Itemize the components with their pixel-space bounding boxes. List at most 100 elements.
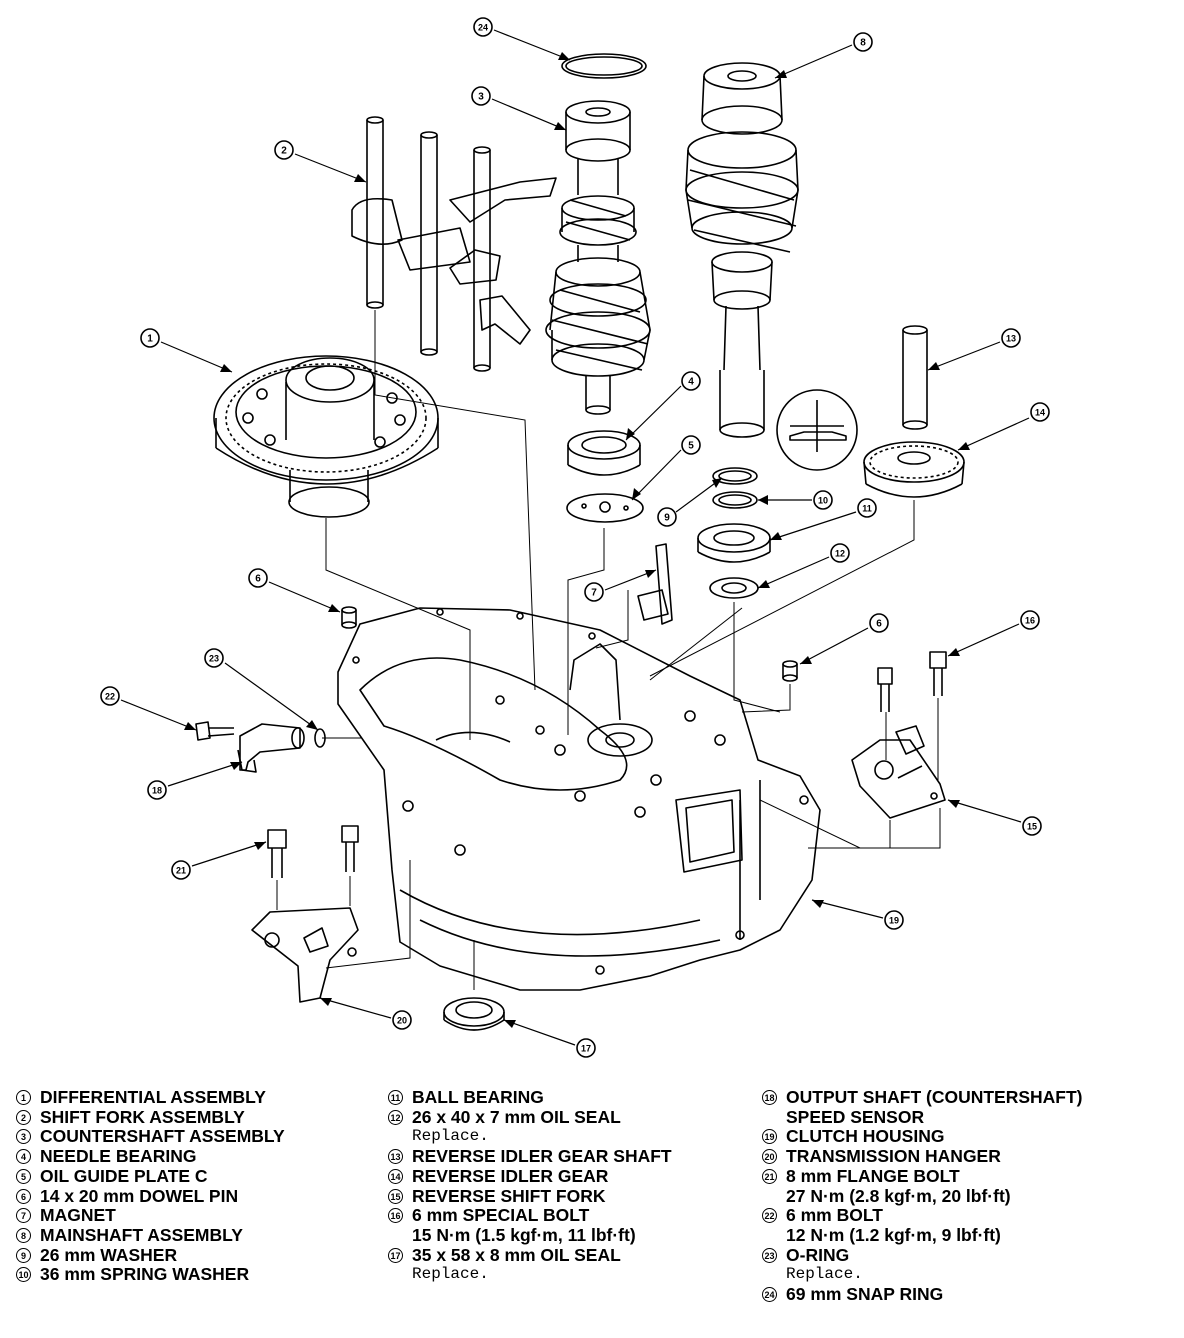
- differential-part: [213, 355, 439, 518]
- callout-number: 19: [889, 916, 899, 926]
- legend-label: 6 mm BOLT: [786, 1205, 883, 1226]
- callout-11: 11: [857, 498, 877, 518]
- callout-circle: [657, 507, 677, 527]
- oil-guide-plate-part: [566, 493, 644, 523]
- legend-number: 4: [16, 1149, 31, 1165]
- magnet-part: [637, 543, 673, 625]
- spring-washer-part: [712, 491, 758, 509]
- legend-number: 3: [16, 1129, 31, 1145]
- ball-bearing-part: [697, 523, 771, 563]
- legend-label: MAGNET: [40, 1205, 116, 1226]
- callout-6: 6: [248, 568, 268, 588]
- callout-2: 2: [274, 140, 294, 160]
- legend-spec: 12 N·m (1.2 kgf·m, 9 lbf·ft): [786, 1224, 1001, 1245]
- callout-13: 13: [1001, 328, 1021, 348]
- legend-note: Replace.: [412, 1127, 489, 1146]
- legend-label: O-RING: [786, 1244, 850, 1265]
- legend-label: 14 x 20 mm DOWEL PIN: [40, 1185, 239, 1206]
- legend-label: MAINSHAFT ASSEMBLY: [40, 1224, 243, 1245]
- legend-label: NEEDLE BEARING: [40, 1146, 197, 1167]
- callout-circle: [274, 140, 294, 160]
- special-bolt-part: [877, 651, 947, 712]
- callout-number: 1: [147, 334, 153, 345]
- flange-bolt-part: [267, 825, 359, 878]
- callout-number: 6: [255, 574, 261, 585]
- legend-number: 24: [762, 1287, 777, 1303]
- legend-number: 17: [388, 1247, 403, 1263]
- callout-circle: [584, 582, 604, 602]
- callout-23: 23: [204, 648, 224, 668]
- legend-label: 8 mm FLANGE BOLT: [786, 1165, 960, 1186]
- assembly-guide-lines: [276, 310, 941, 990]
- mainshaft-part: [685, 62, 799, 438]
- callout-17: 17: [576, 1038, 596, 1058]
- callout-circle: [857, 498, 877, 518]
- needle-bearing-part: [567, 430, 641, 476]
- callout-12: 12: [830, 543, 850, 563]
- callout-4: 4: [681, 371, 701, 391]
- callout-circle: [1001, 328, 1021, 348]
- legend-label: 26 mm WASHER: [40, 1244, 178, 1265]
- callout-21: 21: [171, 860, 191, 880]
- callout-circle: [1020, 610, 1040, 630]
- legend-label: 6 mm SPECIAL BOLT: [412, 1205, 590, 1226]
- callout-number: 9: [664, 513, 670, 524]
- callout-number: 6: [876, 619, 882, 630]
- legend-label: DIFFERENTIAL ASSEMBLY: [40, 1087, 266, 1107]
- callout-3: 3: [471, 86, 491, 106]
- legend-label: REVERSE IDLER GEAR SHAFT: [412, 1146, 672, 1167]
- callout-circle: [853, 32, 873, 52]
- callout-circle: [473, 17, 493, 37]
- callout-circle: [576, 1038, 596, 1058]
- legend-number: 14: [388, 1168, 403, 1184]
- callout-circle: [1030, 402, 1050, 422]
- transmission-hanger-part: [251, 907, 359, 1003]
- callout-circle: [471, 86, 491, 106]
- legend-label: CLUTCH HOUSING: [786, 1126, 945, 1147]
- legend-number: 8: [16, 1227, 31, 1243]
- callout-circle: [884, 910, 904, 930]
- callout-circle: [171, 860, 191, 880]
- callout-14: 14: [1030, 402, 1050, 422]
- callout-number: 7: [591, 588, 597, 599]
- legend-spec: 15 N·m (1.5 kgf·m, 11 lbf·ft): [412, 1224, 636, 1245]
- callout-number: 5: [688, 441, 694, 452]
- oil-seal-part: [709, 577, 759, 599]
- legend-label: 36 mm SPRING WASHER: [40, 1264, 250, 1285]
- legend-number: 18: [762, 1090, 777, 1105]
- callout-22: 22: [100, 686, 120, 706]
- legend-number: 7: [16, 1208, 31, 1224]
- legend-item-10: 10 36 mm SPRING WASHER: [16, 1265, 285, 1285]
- legend-number: 19: [762, 1129, 777, 1145]
- callout-9: 9: [657, 507, 677, 527]
- legend-number: 20: [762, 1149, 777, 1165]
- legend-number: 5: [16, 1168, 31, 1184]
- legend-label: BALL BEARING: [412, 1087, 544, 1107]
- callout-10: 10: [813, 490, 833, 510]
- callout-18: 18: [147, 780, 167, 800]
- legend-label: OUTPUT SHAFT (COUNTERSHAFT): [786, 1087, 1083, 1107]
- callout-circle: [1022, 816, 1042, 836]
- clutch-housing-part: [337, 607, 821, 991]
- callout-19: 19: [884, 910, 904, 930]
- speed-sensor-part: [237, 723, 305, 773]
- legend-number: 21: [762, 1168, 777, 1184]
- reverse-idler-shaft-part: [902, 325, 928, 430]
- reverse-idler-gear-part: [863, 441, 965, 498]
- callout-number: 10: [818, 496, 828, 506]
- callout-number: 17: [581, 1044, 591, 1054]
- callout-circle: [869, 613, 889, 633]
- legend-number: 10: [16, 1267, 31, 1283]
- callout-circle: [392, 1010, 412, 1030]
- legend-label: 26 x 40 x 7 mm OIL SEAL: [412, 1106, 621, 1127]
- callout-circle: [681, 435, 701, 455]
